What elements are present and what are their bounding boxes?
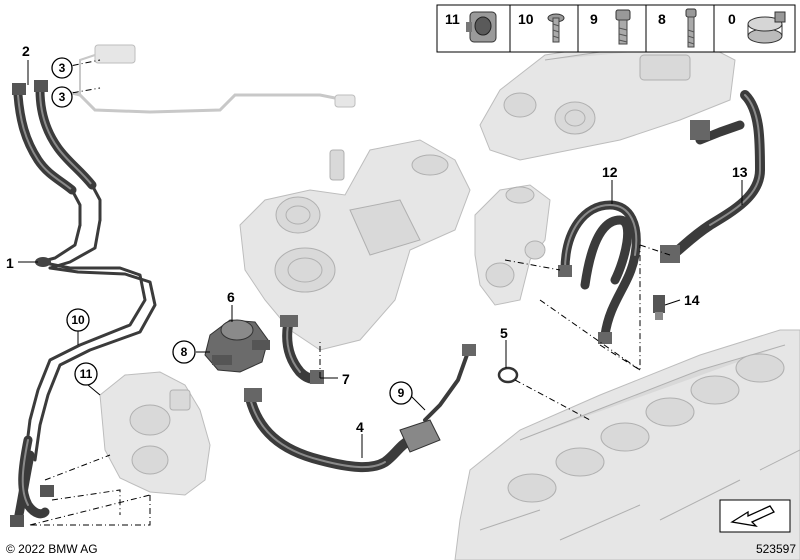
callout-labels: 1 2 4 5 6 7 12 13 14 (6, 43, 748, 435)
legend-number-8: 8 (658, 11, 666, 27)
orientation-box (719, 499, 791, 533)
legend-number-11: 11 (445, 11, 460, 27)
hex-socket-bolt-icon (615, 9, 631, 45)
copyright-text: © 2022 BMW AG (6, 542, 98, 556)
legend-number-0: 0 (728, 11, 736, 27)
circled-references: 3 3 10 11 8 9 (51, 57, 413, 405)
coolant-hose-4 (244, 388, 441, 473)
coolant-pipe-2 (12, 80, 102, 227)
temperature-sensor-14 (653, 295, 665, 320)
assembly-lines (29, 59, 671, 526)
torx-screw-icon (547, 13, 565, 43)
circled-callout-11: 11 (80, 367, 93, 381)
circled-callout-3a: 3 (59, 61, 66, 75)
egr-cooler (479, 41, 736, 161)
coolant-hose-lower-left (10, 435, 54, 527)
callout-6: 6 (227, 289, 235, 305)
circled-callout-3b: 3 (59, 90, 66, 104)
o-ring-5 (497, 366, 519, 384)
coolant-line-1 (23, 218, 157, 462)
circled-callout-8: 8 (181, 345, 188, 359)
callout-1: 1 (6, 255, 14, 271)
callout-2: 2 (22, 43, 30, 59)
high-pressure-pump (99, 371, 211, 496)
long-bolt-icon (685, 8, 697, 48)
circled-callout-9: 9 (398, 386, 405, 400)
callout-7: 7 (342, 371, 350, 387)
turbocharger (239, 139, 471, 351)
coolant-hose-13 (660, 90, 765, 263)
engine-block (454, 329, 800, 560)
thermostat-housing (474, 184, 551, 306)
quick-connector-icon (466, 11, 497, 43)
coolant-line-9 (423, 344, 476, 422)
sensor-cable (59, 44, 356, 114)
leader-lines (18, 60, 743, 458)
callout-13: 13 (732, 164, 748, 180)
fasteners-legend: 11 10 9 8 0 (436, 4, 796, 53)
callout-5: 5 (500, 325, 508, 341)
hose-clamp-icon (747, 11, 786, 44)
callout-4: 4 (356, 419, 364, 435)
circled-callout-10: 10 (71, 313, 85, 327)
legend-number-10: 10 (518, 11, 534, 27)
direction-arrow-icon (730, 505, 775, 527)
legend-number-9: 9 (590, 11, 598, 27)
coolant-hose-12 (558, 200, 641, 344)
diagram-number: 523597 (756, 542, 796, 556)
callout-14: 14 (684, 292, 700, 308)
auxiliary-water-pump (204, 319, 270, 373)
callout-12: 12 (602, 164, 618, 180)
